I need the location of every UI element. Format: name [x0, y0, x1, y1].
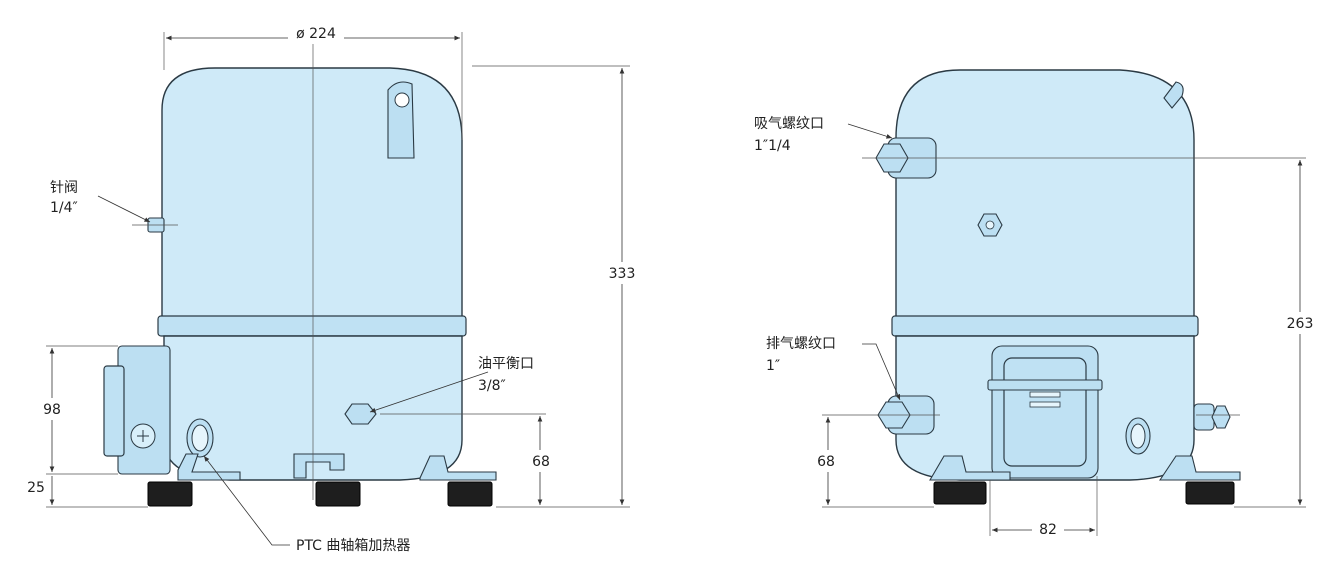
terminal-cover-slot-2 — [1029, 401, 1061, 408]
left-foot-1 — [147, 481, 193, 507]
ptc-heater-port-inner — [191, 424, 209, 452]
oil-equalizer-size: 3/8″ — [478, 378, 506, 394]
dim-25: 25 — [27, 480, 45, 496]
terminal-box — [117, 345, 171, 475]
right-foot-2 — [1185, 481, 1235, 505]
dim-68-right: 68 — [817, 454, 835, 470]
oil-equalizer-leader — [369, 371, 489, 413]
d82-label-bg — [1032, 520, 1064, 540]
right-oil-port-inner — [1130, 423, 1146, 449]
right-bracket-2 — [1158, 455, 1241, 481]
dim-98: 98 — [43, 402, 61, 418]
l68-label-bg — [526, 450, 556, 472]
right-shell-upper — [895, 69, 1195, 319]
discharge-label: 排气螺纹口 — [766, 336, 836, 352]
right-lifting-lug — [1163, 81, 1184, 109]
discharge-size: 1″ — [766, 358, 780, 374]
right-foot-1 — [933, 481, 987, 505]
terminal-box-cover — [103, 365, 125, 457]
suction-size: 1″1/4 — [754, 138, 791, 154]
h333-label-bg — [605, 262, 639, 284]
suction-label: 吸气螺纹口 — [754, 116, 824, 132]
needle-valve-label: 针阀 — [50, 180, 78, 196]
d263-label-bg — [1282, 312, 1318, 334]
right-center-nut-hole — [985, 220, 995, 230]
dim-diameter: ø 224 — [296, 26, 336, 42]
left-bracket-3 — [419, 455, 497, 481]
left-compressor-view: ø 224 333 98 25 68 针阀 1/4″ 油平衡口 3/8″ — [24, 24, 639, 554]
oil-equalizer-label: 油平衡口 — [478, 356, 534, 372]
left-lug-hole — [394, 92, 410, 108]
right-compressor-view: 263 68 82 吸气螺纹口 1″1/4 排气螺纹口 1″ — [754, 69, 1318, 540]
dim-68-left: 68 — [532, 454, 550, 470]
suction-leader — [847, 123, 893, 139]
d25-label-bg — [24, 478, 48, 498]
d98-label-bg — [34, 398, 70, 420]
dim-height-333: 333 — [609, 266, 636, 282]
terminal-cover-inner — [1003, 357, 1087, 467]
left-bracket-2 — [293, 453, 345, 479]
terminal-cover-strap — [987, 379, 1103, 391]
terminal-cover-slot-1 — [1029, 391, 1061, 398]
left-shell-band — [157, 315, 467, 337]
left-shell-upper — [161, 67, 463, 319]
right-side-fitting — [1193, 403, 1215, 431]
right-side-fitting-nut — [1211, 405, 1231, 429]
ptc-heater-leader — [203, 455, 290, 546]
oil-equalizer-fitting — [344, 403, 377, 425]
dia-label-bg — [288, 24, 344, 44]
left-foot-3 — [447, 481, 493, 507]
ptc-heater-label: PTC 曲轴箱加热器 — [296, 538, 410, 554]
discharge-leader — [862, 343, 901, 401]
right-bracket-1 — [929, 455, 1011, 481]
r68-label-bg — [812, 450, 842, 472]
dim-263: 263 — [1287, 316, 1314, 332]
needle-valve-leader — [97, 195, 151, 223]
dim-82: 82 — [1039, 522, 1057, 538]
needle-valve-size: 1/4″ — [50, 200, 78, 216]
right-shell-band — [891, 315, 1199, 337]
left-foot-2 — [315, 481, 361, 507]
